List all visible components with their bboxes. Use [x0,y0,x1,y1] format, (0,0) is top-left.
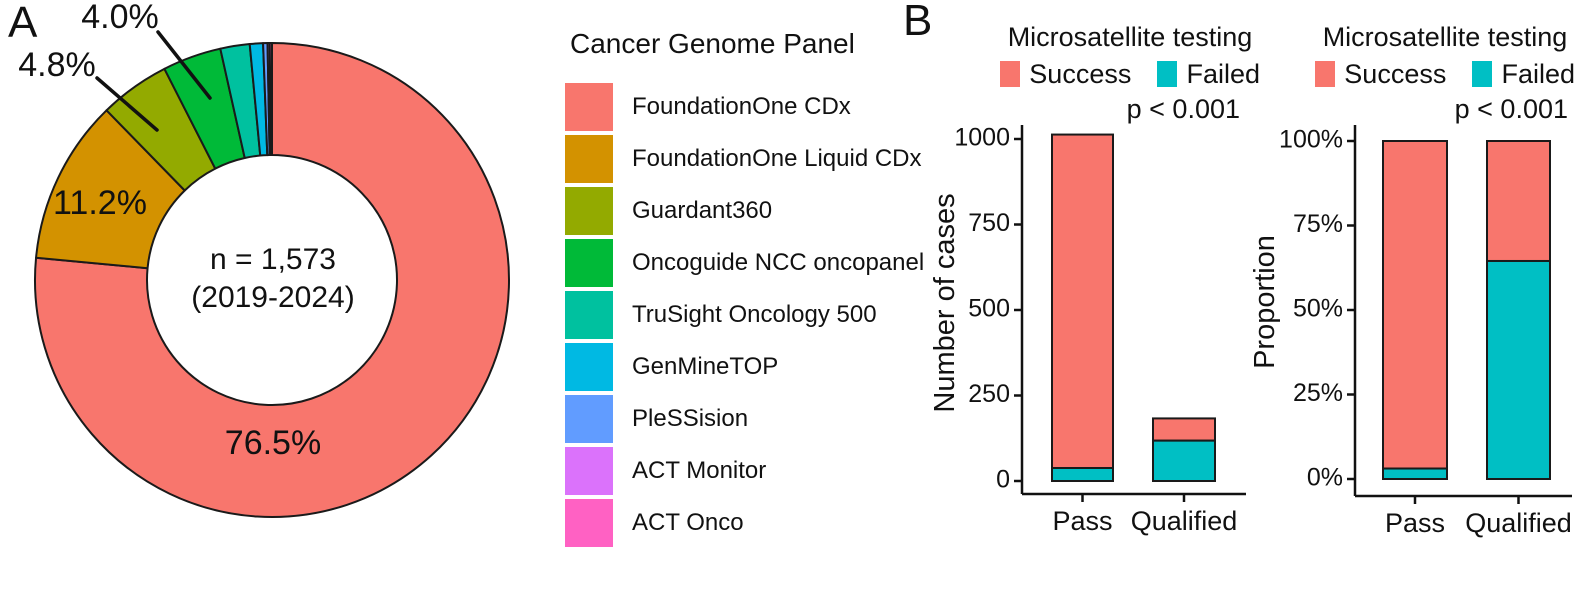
failed-swatch [1157,61,1178,87]
proportion-chart-title: Microsatellite testing [1322,22,1568,52]
y-tick-label: 100% [1279,126,1343,154]
leader-line-guardant [95,76,159,132]
failed-legend-label: Failed [1186,58,1260,89]
legend-item-label: GenMineTOP [632,353,779,380]
legend-item-label: FoundationOne CDx [632,93,851,120]
proportion-chart-legend: Success Failed [1315,58,1574,89]
pie-legend-item: PleSSision [565,395,895,443]
y-axis-title: Proportion [1250,235,1281,369]
pie-legend-item: ACT Onco [565,499,895,547]
donut-slice [34,42,510,518]
leader-line-oncoguide [156,30,212,100]
pie-legend-item: ACT Monitor [565,447,895,495]
legend-color-swatch [565,447,613,495]
y-tick-label: 750 [968,209,1010,237]
bar-segment-success [1486,140,1551,262]
y-tick-label: 250 [968,380,1010,408]
failed-swatch [1472,61,1493,87]
legend-color-swatch [565,83,613,131]
legend-item-label: TruSight Oncology 500 [632,301,877,328]
pie-label-oncoguide: 4.0% [81,0,159,36]
legend-item-label: PleSSision [632,405,749,432]
legend-item-label: Guardant360 [632,197,773,224]
legend-item-label: Oncoguide NCC oncopanel [632,249,925,276]
y-tick-label: 25% [1293,379,1343,407]
failed-legend-label: Failed [1501,58,1574,89]
success-swatch [1315,61,1336,87]
donut-slice [268,41,273,157]
pie-legend-item: Guardant360 [565,187,895,235]
panel-b-label: B [903,0,933,45]
y-tick-label: 500 [968,295,1010,323]
pie-label-guardant360: 4.8% [18,46,96,84]
pie-legend-title: Cancer Genome Panel [570,28,855,59]
x-category-label: Qualified [1131,506,1238,536]
donut-center-line2: (2019-2024) [191,281,355,314]
donut-chart [34,30,510,518]
cases-chart-title: Microsatellite testing [1007,22,1253,52]
legend-color-swatch [565,239,613,287]
cases-chart-legend: Success Failed [1000,58,1260,89]
pie-legend-item: Oncoguide NCC oncopanel [565,239,924,287]
legend-item-label: ACT Onco [632,509,744,536]
success-legend-label: Success [1344,58,1447,89]
panel-a-label: A [8,0,38,47]
y-tick-label: 0 [996,466,1010,494]
bar-segment-failed [1382,467,1448,481]
pie-legend-item: FoundationOne Liquid CDx [565,135,922,183]
donut-center-label: n = 1,573 (2019-2024) [132,241,414,317]
legend-color-swatch [565,343,613,391]
pie-legend-item: TruSight Oncology 500 [565,291,895,339]
legend-item-label: FoundationOne Liquid CDx [632,145,922,172]
legend-color-swatch [565,187,613,235]
donut-center-line1: n = 1,573 [210,243,336,276]
pie-legend-item: GenMineTOP [565,343,895,391]
y-tick-label: 1000 [954,124,1010,152]
y-tick-label: 50% [1293,295,1343,323]
bar-segment-failed [1486,259,1551,480]
legend-color-swatch [565,499,613,547]
legend-item-label: ACT Monitor [632,457,767,484]
success-legend-label: Success [1029,58,1132,89]
bar-segment-failed [1051,467,1114,482]
y-tick-label: 75% [1293,210,1343,238]
cases-chart-pvalue: p < 0.001 [1126,94,1240,124]
bar-segment-failed [1152,439,1216,483]
y-tick-label: 0% [1307,464,1343,492]
bar-segment-success [1152,417,1216,442]
legend-color-swatch [565,395,613,443]
x-category-label: Pass [1052,506,1112,536]
pie-label-foundationone-liquid-cdx: 11.2% [53,184,147,222]
legend-color-swatch [565,135,613,183]
bar-segment-success [1382,140,1448,470]
bar-segment-success [1051,133,1114,470]
x-category-label: Pass [1385,508,1445,538]
y-axis-title: Number of cases [930,193,961,412]
pie-legend-item: FoundationOne CDx [565,83,895,131]
x-category-label: Qualified [1465,508,1572,538]
success-swatch [1000,61,1021,87]
proportion-bar-chart: 0% 25% 50% 75% 100% Pass Qualified Proportion [1250,125,1572,538]
legend-color-swatch [565,291,613,339]
pie-label-foundationone-cdx: 76.5% [224,424,322,462]
proportion-chart-pvalue: p < 0.001 [1454,94,1568,124]
